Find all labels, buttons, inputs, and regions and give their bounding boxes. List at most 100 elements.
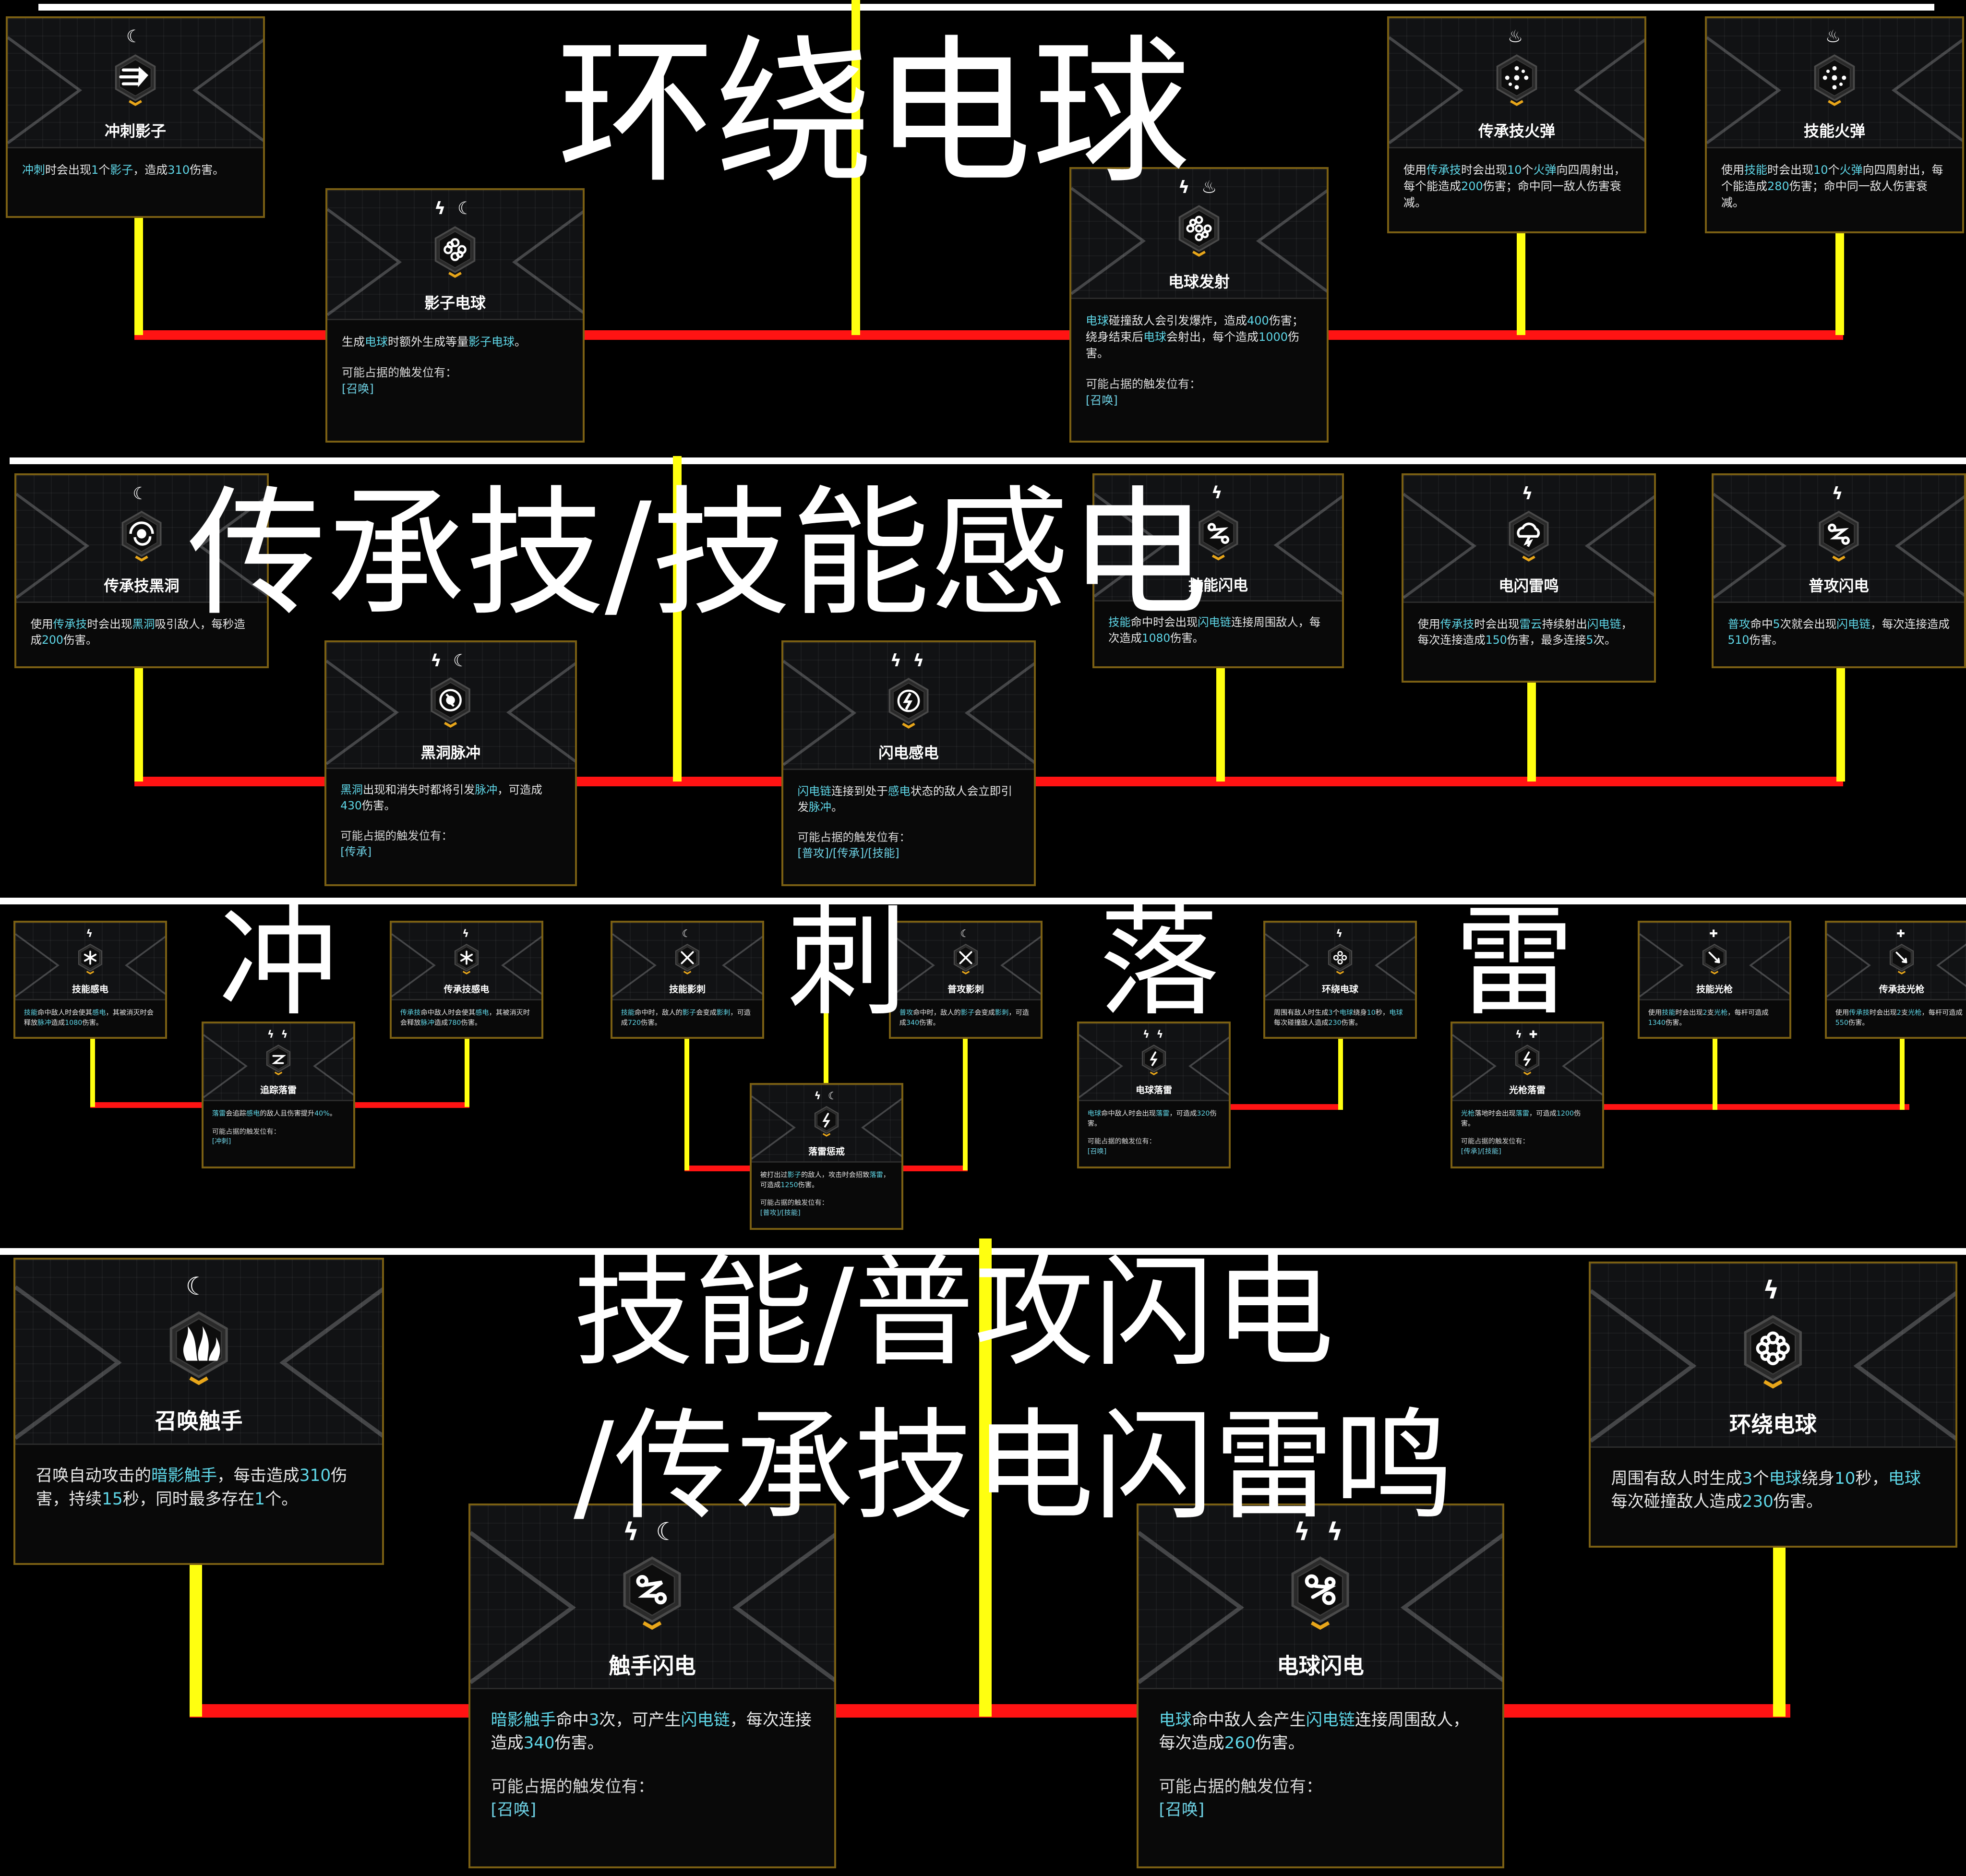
- skill-description: 光枪落地时会出现落雷，可造成1200伤害。可能占据的触发位有：[传承]/[技能]: [1452, 1099, 1602, 1166]
- description-segment: ，可造成: [760, 1171, 890, 1189]
- description-segment: 周围有敌人时生成: [1273, 1009, 1329, 1017]
- skill-name: 电球闪电: [1277, 1653, 1364, 1679]
- description-segment: 个: [1332, 1009, 1340, 1017]
- description-segment: 伤害。: [1087, 1110, 1217, 1128]
- skill-card[interactable]: ϟ ☾影子电球生成电球时额外生成等量影子电球。可能占据的触发位有：[召唤]: [325, 188, 585, 443]
- highlight-term: 技能: [1744, 163, 1767, 177]
- element-symbols: ϟ: [1762, 1275, 1784, 1305]
- row-title-char: 刺: [787, 892, 907, 1032]
- trigger-title: 可能占据的触发位有：: [760, 1199, 828, 1207]
- skill-description: 生成电球时额外生成等量影子电球。可能占据的触发位有：[召唤]: [327, 319, 583, 441]
- description-segment: 个。: [264, 1489, 298, 1509]
- trigger-slots: 可能占据的触发位有：[传承]/[技能]: [1461, 1137, 1594, 1156]
- connector-stem: [1835, 231, 1844, 335]
- highlight-term: 1: [254, 1489, 265, 1509]
- description-segment: 。: [831, 800, 843, 814]
- skill-card[interactable]: ☾召唤触手召唤自动攻击的暗影触手，每击造成310伤害，持续15秒，同时最多存在1…: [13, 1258, 384, 1565]
- element-symbols: ϟ ☾: [814, 1090, 839, 1102]
- skill-card[interactable]: ♨技能火弹使用技能时会出现10个火弹向四周射出，每个能造成280伤害；命中同一敌…: [1705, 16, 1964, 233]
- highlight-term: 1200: [1556, 1110, 1574, 1118]
- trigger-slots: 可能占据的触发位有：[召唤]: [491, 1775, 814, 1821]
- element-symbols: ϟ: [462, 927, 471, 940]
- element-symbols: ✚: [1896, 927, 1907, 940]
- connector-stem: [190, 1564, 202, 1717]
- description-text: 黑洞出现和消失时都将引发脉冲，可造成430伤害。: [340, 782, 561, 814]
- highlight-term: 暗影触手: [151, 1466, 217, 1486]
- highlight-term: 传承技: [1440, 617, 1474, 631]
- skill-card[interactable]: ϟ ✚光枪落雷光枪落地时会出现落雷，可造成1200伤害。可能占据的触发位有：[传…: [1451, 1022, 1604, 1168]
- description-segment: 时会出现: [1461, 163, 1507, 177]
- dash-shadow-icon: [115, 54, 156, 106]
- skill-card[interactable]: ☾冲刺影子冲刺时会出现1个影子，造成310伤害。: [6, 16, 265, 218]
- trigger-value: [冲刺]: [212, 1138, 231, 1146]
- skill-card[interactable]: ϟ ☾落雷惩戒被打出过影子的敌人，攻击时会招致落雷，可造成1250伤害。可能占据…: [750, 1083, 903, 1230]
- highlight-term: 260: [1224, 1733, 1256, 1753]
- skill-card[interactable]: ✚技能光枪使用技能时会出现2支光枪，每杆可造成1340伤害。: [1638, 921, 1791, 1039]
- element-symbols: ☾: [960, 927, 971, 940]
- skill-card[interactable]: ☾技能影刺技能命中时，敌人的影子会变成影刺，可造成720伤害。: [611, 921, 764, 1039]
- description-text: 电球碰撞敌人会引发爆炸，造成400伤害；绕身结束后电球会射出，每个造成1000伤…: [1086, 313, 1312, 361]
- skill-card[interactable]: ϟ ♨电球发射电球碰撞敌人会引发爆炸，造成400伤害；绕身结束后电球会射出，每个…: [1069, 167, 1329, 443]
- skill-card[interactable]: ✚传承技光枪使用传承技时会出现2支光枪，每杆可造成550伤害。: [1825, 921, 1966, 1039]
- highlight-term: 传承技: [53, 617, 87, 631]
- description-segment: 伤害。: [1461, 1110, 1581, 1128]
- connector-stem: [1713, 1038, 1717, 1110]
- card-decoration: [1079, 1034, 1229, 1098]
- description-segment: 时额外生成等量: [388, 335, 468, 349]
- skill-description: 使用技能时会出现10个火弹向四周射出，每个能造成280伤害；命中同一敌人伤害衰减…: [1707, 147, 1962, 231]
- skill-name: 环绕电球: [1322, 984, 1358, 995]
- skill-name: 影子电球: [424, 294, 486, 312]
- element-symbols: ♨: [1825, 27, 1844, 47]
- trigger-slots: 可能占据的触发位有：[召唤]: [1159, 1775, 1482, 1821]
- skill-description: 黑洞出现和消失时都将引发脉冲，可造成430伤害。可能占据的触发位有：[传承]: [326, 768, 575, 884]
- highlight-term: 5: [1586, 633, 1594, 647]
- highlight-term: 780: [448, 1019, 461, 1027]
- highlight-term: 暗影触手: [491, 1710, 556, 1730]
- row-title-char: 冲: [218, 892, 338, 1032]
- connector-stem: [1527, 683, 1536, 782]
- description-text: 技能命中时会出现闪电链连接周围敌人，每次造成1080伤害。: [1108, 614, 1328, 646]
- trigger-title: 可能占据的触发位有：: [1461, 1138, 1529, 1146]
- highlight-term: 430: [340, 799, 362, 813]
- description-segment: 的敌人，攻击时会招致: [801, 1171, 870, 1179]
- skill-shock-icon: [78, 944, 103, 975]
- description-segment: 命中时会出现: [1130, 616, 1198, 629]
- description-segment: 命中敌人会产生: [1191, 1710, 1306, 1730]
- description-segment: 伤害，最多连接: [1507, 633, 1586, 647]
- connector-stem: [1216, 668, 1225, 782]
- skill-card[interactable]: ☾普攻影刺普攻命中时，敌人的影子会变成影刺，可造成340伤害。: [889, 921, 1043, 1039]
- element-symbols: ϟ: [1336, 927, 1344, 940]
- skill-card[interactable]: ☾传承技黑洞使用传承技时会出现黑洞吸引敌人，每秒造成200伤害。: [14, 473, 269, 668]
- description-segment: ，可造成: [1529, 1110, 1557, 1118]
- highlight-term: 电球: [1339, 1009, 1354, 1017]
- card-decoration: [1640, 933, 1789, 998]
- highlight-term: 传承技: [1849, 1009, 1870, 1017]
- skill-name: 传承技感电: [444, 984, 490, 995]
- skill-card[interactable]: ϟ ☾黑洞脉冲黑洞出现和消失时都将引发脉冲，可造成430伤害。可能占据的触发位有…: [324, 640, 577, 886]
- description-text: 召唤自动攻击的暗影触手，每击造成310伤害，持续15秒，同时最多存在1个。: [36, 1464, 361, 1511]
- trigger-value: [普攻]/[传承]/[技能]: [797, 846, 899, 860]
- element-symbols: ϟ ☾: [623, 1517, 682, 1546]
- description-segment: 命中敌人时会出现: [1101, 1110, 1156, 1118]
- trigger-value: [普攻]/[技能]: [760, 1209, 801, 1217]
- description-segment: 伤害。: [82, 1019, 103, 1027]
- skill-card[interactable]: ♨传承技火弹使用传承技时会出现10个火弹向四周射出，每个能造成200伤害；命中同…: [1387, 16, 1646, 233]
- highlight-term: 光枪: [1908, 1009, 1922, 1017]
- skill-card[interactable]: ϟ ☾触手闪电暗影触手命中3次，可产生闪电链，每次连接造成340伤害。可能占据的…: [468, 1503, 836, 1868]
- description-segment: 会变成: [974, 1009, 995, 1017]
- highlight-term: 320: [1197, 1110, 1210, 1118]
- skill-name: 环绕电球: [1729, 1411, 1817, 1437]
- description-segment: 伤害。: [919, 1019, 940, 1027]
- row-title-char: 雷: [1454, 892, 1574, 1032]
